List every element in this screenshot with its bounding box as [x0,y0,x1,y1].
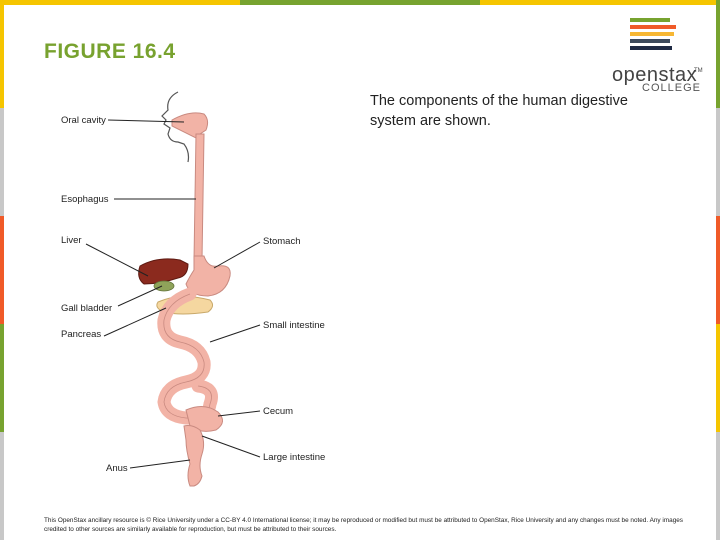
label-gall-bladder: Gall bladder [61,303,112,314]
label-pancreas: Pancreas [61,329,101,340]
label-anus: Anus [106,463,128,474]
left-edge-bar [0,0,4,540]
logo-subtitle: COLLEGE [642,82,701,94]
slide-title: FIGURE 16.4 [44,40,176,63]
head-profile [161,91,190,163]
label-liver: Liver [61,235,82,246]
logo-trademark: TM [694,68,703,74]
figure-caption: The components of the human digestive sy… [370,93,628,129]
label-stomach: Stomach [263,236,301,247]
liver [138,258,189,285]
oral-cavity [171,112,209,141]
gall-bladder [153,280,175,292]
digestive-system-diagram: Oral cavity Esophagus Liver Gall bladder… [61,91,325,487]
openstax-logo: openstax TM COLLEGE [608,14,704,94]
logo-wordmark: openstax [612,64,698,86]
top-accent-bar [0,0,720,5]
stomach [185,255,231,297]
large-intestine [183,425,205,487]
label-cecum: Cecum [263,406,293,417]
label-oral-cavity: Oral cavity [61,115,106,126]
right-edge-bar [716,0,720,540]
license-footer: This OpenStax ancillary resource is © Ri… [44,517,684,533]
label-small-intestine: Small intestine [263,320,325,331]
label-esophagus: Esophagus [61,194,109,205]
label-large-intestine: Large intestine [263,452,325,463]
esophagus [193,133,205,261]
